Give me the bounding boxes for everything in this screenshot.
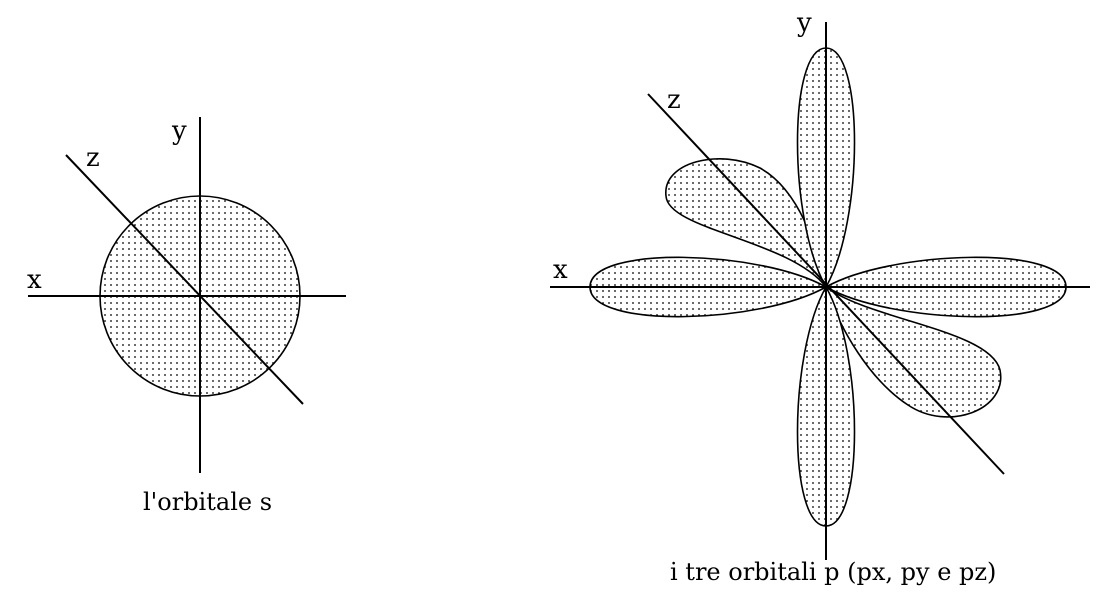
s-z-axis (65, 154, 304, 405)
s-y-label: y (171, 116, 187, 146)
s-caption: l'orbitale s (143, 488, 272, 516)
p-z-axis (647, 93, 1005, 475)
pz-lobe-lower (824, 284, 1002, 418)
s-orbital-figure: x y z l'orbitale s (27, 116, 346, 516)
p-x-label: x (553, 255, 568, 285)
p-z-label: z (667, 85, 681, 115)
p-y-label: y (796, 8, 812, 38)
s-z-label: z (86, 143, 100, 173)
p-caption: i tre orbitali p (px, py e pz) (670, 558, 996, 586)
s-x-label: x (27, 265, 42, 295)
p-orbitals-figure: x y z i tre orbitali p (px, py e pz) (550, 8, 1090, 586)
